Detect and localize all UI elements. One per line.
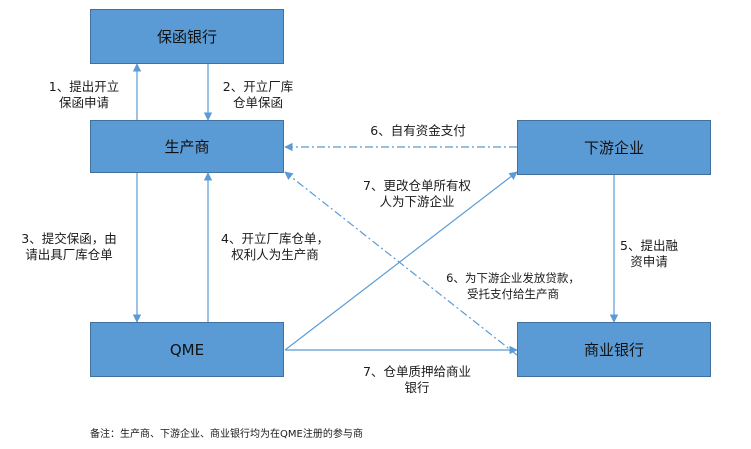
label-step-4: 4、开立厂库仓单， 权利人为生产商 [221,231,329,262]
label-step-2: 2、开立厂库 仓单保函 [222,79,294,110]
label-step-5: 5、提出融 资申请 [620,238,678,269]
footnote: 备注：生产商、下游企业、商业银行均为在QME注册的参与商 [90,429,363,440]
label-step-3: 3、提交保函，由 请出具厂库仓单 [21,231,117,262]
node-producer: 生产商 [90,120,284,173]
label-step-7-pledge: 7、仓单质押给商业 银行 [363,364,471,395]
arrow-7-change-ownership [284,171,518,351]
node-commercial-bank: 商业银行 [517,322,711,377]
label-step-6-loan: 6、为下游企业发放贷款， 受托支付给生产商 [446,271,580,301]
node-qme: QME [90,322,284,377]
arrow-6-bank-loan-payment [284,171,518,356]
label-step-6-self-funded: 6、自有资金支付 [370,123,466,138]
node-downstream-enterprise: 下游企业 [517,120,711,175]
label-step-1: 1、提出开立 保函申请 [48,79,120,110]
node-guarantee-bank: 保函银行 [90,9,284,64]
label-step-7-ownership: 7、更改仓单所有权 人为下游企业 [363,178,471,209]
